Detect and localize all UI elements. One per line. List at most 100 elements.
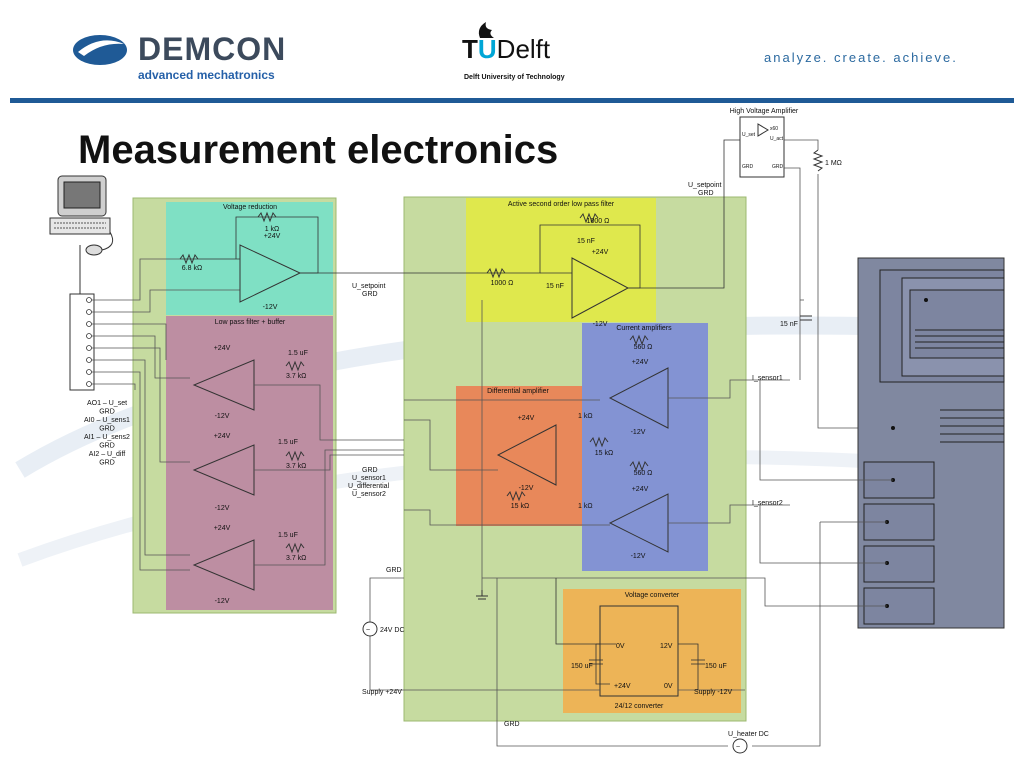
resistor-6k8 [179, 253, 199, 265]
svg-text:+24V: +24V [214, 525, 231, 532]
svg-text:U_setpoint: U_setpoint [352, 283, 386, 290]
daq-pin-label: AI0 – U_sens1 [84, 417, 130, 424]
svg-text:3.7 kΩ: 3.7 kΩ [286, 555, 306, 562]
svg-text:+24V: +24V [214, 345, 231, 352]
svg-text:x60: x60 [770, 126, 778, 132]
tudelft-subtitle: Delft University of Technology [464, 74, 565, 81]
svg-text:GRD: GRD [386, 567, 402, 574]
lowpass-stage-2: +24V -12V 1.5 uF 3.7 kΩ [192, 433, 306, 512]
svg-text:-12V: -12V [215, 505, 230, 512]
svg-text:Supply -12V: Supply -12V [694, 689, 732, 696]
svg-text:GRD: GRD [504, 721, 520, 728]
svg-text:15 nF: 15 nF [780, 321, 798, 328]
tudelft-wordmark: TUDelft [462, 34, 551, 64]
svg-text:-12V: -12V [631, 553, 646, 560]
svg-text:U_differential: U_differential [348, 483, 390, 490]
daq-connector [69, 293, 95, 391]
lowpass-stage-3: +24V -12V 1.5 uF 3.7 kΩ [192, 525, 306, 605]
svg-text:+24V: +24V [632, 486, 649, 493]
svg-text:+24V: +24V [592, 249, 609, 256]
svg-text:1 kΩ: 1 kΩ [578, 413, 593, 420]
svg-text:High Voltage Amplifier: High Voltage Amplifier [730, 108, 799, 115]
svg-text:150 uF: 150 uF [705, 663, 727, 670]
voltage-reduction-title: Voltage reduction [223, 204, 277, 211]
svg-text:15 nF: 15 nF [546, 283, 564, 290]
svg-text:1000 Ω: 1000 Ω [491, 280, 514, 287]
svg-text:+24V: +24V [632, 359, 649, 366]
svg-text:-12V: -12V [631, 429, 646, 436]
resistor-1k [257, 211, 277, 223]
opamp-differential [496, 424, 557, 486]
voltage-converter-title: Voltage converter [625, 592, 680, 599]
svg-text:-12V: -12V [215, 413, 230, 420]
svg-text:12V: 12V [660, 643, 673, 650]
svg-text:15 nF: 15 nF [577, 238, 595, 245]
svg-text:0V: 0V [664, 683, 673, 690]
tagline: analyze. create. achieve. [764, 50, 958, 65]
svg-text:3.7 kΩ: 3.7 kΩ [286, 373, 306, 380]
svg-text:15 kΩ: 15 kΩ [511, 503, 529, 510]
daq-pin-label: GRD [99, 460, 115, 467]
svg-text:GRD: GRD [698, 190, 714, 197]
flame-icon [478, 22, 494, 38]
svg-text:Supply +24V: Supply +24V [362, 689, 402, 696]
svg-text:3.7 kΩ: 3.7 kΩ [286, 463, 306, 470]
svg-text:GRD: GRD [362, 467, 378, 474]
svg-text:~: ~ [736, 744, 740, 751]
svg-text:+24V: +24V [614, 683, 631, 690]
resistor-1M [812, 149, 824, 172]
svg-text:560 Ω: 560 Ω [634, 470, 653, 477]
svg-text:560 Ω: 560 Ω [634, 344, 653, 351]
svg-text:-12V: -12V [519, 485, 534, 492]
svg-text:0V: 0V [616, 643, 625, 650]
daq-pin-label: GRD [99, 426, 115, 433]
svg-text:U_heater DC: U_heater DC [728, 731, 769, 738]
svg-text:24/12 converter: 24/12 converter [615, 703, 664, 710]
slide-header: DEMCON advanced mechatronics TUDelft Del… [0, 0, 1024, 100]
svg-text:GRD: GRD [742, 164, 754, 170]
svg-text:1000 Ω: 1000 Ω [587, 218, 610, 225]
demcon-logo: DEMCON advanced mechatronics [72, 28, 292, 88]
dc-converter [599, 605, 679, 697]
svg-text:U_setpoint: U_setpoint [688, 182, 722, 189]
active-lpf-title: Active second order low pass filter [508, 201, 615, 208]
svg-text:1 MΩ: 1 MΩ [825, 160, 842, 167]
svg-text:1 kΩ: 1 kΩ [265, 226, 280, 233]
daq-pin-label: GRD [99, 409, 115, 416]
daq-pin-label: AO1 – U_set [87, 400, 127, 407]
svg-text:GRD: GRD [772, 164, 784, 170]
svg-text:24V DC: 24V DC [380, 627, 405, 634]
sensor-chip [857, 257, 1005, 629]
differential-amplifier-title: Differential amplifier [487, 388, 549, 395]
svg-text:6.8 kΩ: 6.8 kΩ [182, 265, 202, 272]
svg-text:1.5 uF: 1.5 uF [278, 439, 298, 446]
svg-text:+24V: +24V [518, 415, 535, 422]
current-amplifiers-title: Current amplifiers [616, 325, 672, 332]
lowpass-buffer-title: Low pass filter + buffer [215, 319, 286, 326]
svg-text:I_sensor1: I_sensor1 [752, 375, 783, 382]
svg-text:15 kΩ: 15 kΩ [595, 450, 613, 457]
svg-text:+24V: +24V [214, 433, 231, 440]
daq-pin-label: GRD [99, 443, 115, 450]
daq-pin-label: AI1 – U_sens2 [84, 434, 130, 441]
dc-source-heater-icon [732, 738, 748, 754]
svg-text:+24V: +24V [264, 233, 281, 240]
svg-text:U_sensor1: U_sensor1 [352, 475, 386, 482]
svg-text:GRD: GRD [362, 291, 378, 298]
svg-text:1 kΩ: 1 kΩ [578, 503, 593, 510]
svg-text:-12V: -12V [215, 598, 230, 605]
ground-icon [476, 590, 488, 600]
svg-text:-12V: -12V [263, 304, 278, 311]
opamp-active-lpf [571, 257, 630, 319]
svg-text:U_act: U_act [770, 136, 784, 142]
svg-text:U_sensor2: U_sensor2 [352, 491, 386, 498]
svg-text:1.5 uF: 1.5 uF [278, 532, 298, 539]
demcon-subtitle: advanced mechatronics [138, 68, 275, 82]
slide-title: Measurement electronics [78, 128, 559, 172]
opamp-voltage-reduction [239, 244, 302, 303]
computer-icon [49, 175, 114, 256]
tudelft-logo: TUDelft Delft University of Technology [462, 22, 582, 86]
svg-text:~: ~ [366, 627, 370, 634]
